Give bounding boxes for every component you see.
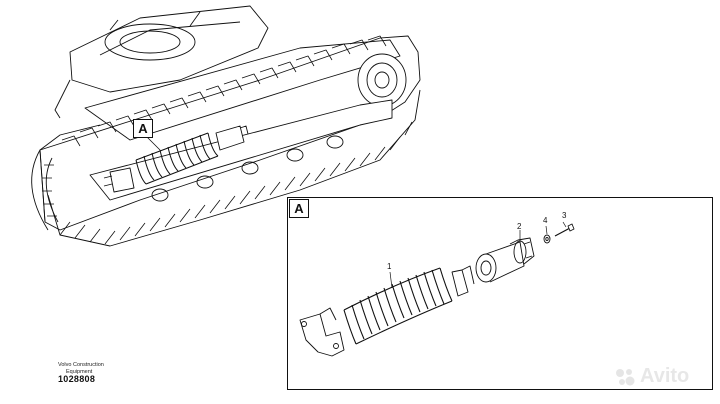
drawing-number: 1028808 xyxy=(58,374,96,384)
avito-wordmark: Avito xyxy=(640,365,690,387)
avito-dots-icon xyxy=(616,368,635,385)
credit-line-2: Equipment xyxy=(66,369,93,375)
part-3-screw xyxy=(554,221,575,237)
detail-view-frame xyxy=(287,197,713,390)
main-view-callout: A xyxy=(133,119,153,138)
credit-text: Volvo Construction Equipment xyxy=(58,362,104,376)
part-2-cylinder xyxy=(475,230,535,283)
avito-watermark: Avito xyxy=(614,365,689,388)
part-1-spring xyxy=(299,265,475,357)
credit-line-1: Volvo Construction xyxy=(58,362,104,368)
part-number-3: 3 xyxy=(562,211,567,220)
detail-view-callout: A xyxy=(289,199,309,218)
part-number-2: 2 xyxy=(517,222,522,231)
part-number-1: 1 xyxy=(387,262,392,271)
part-number-4: 4 xyxy=(543,216,548,225)
part-4-washer xyxy=(543,225,551,244)
